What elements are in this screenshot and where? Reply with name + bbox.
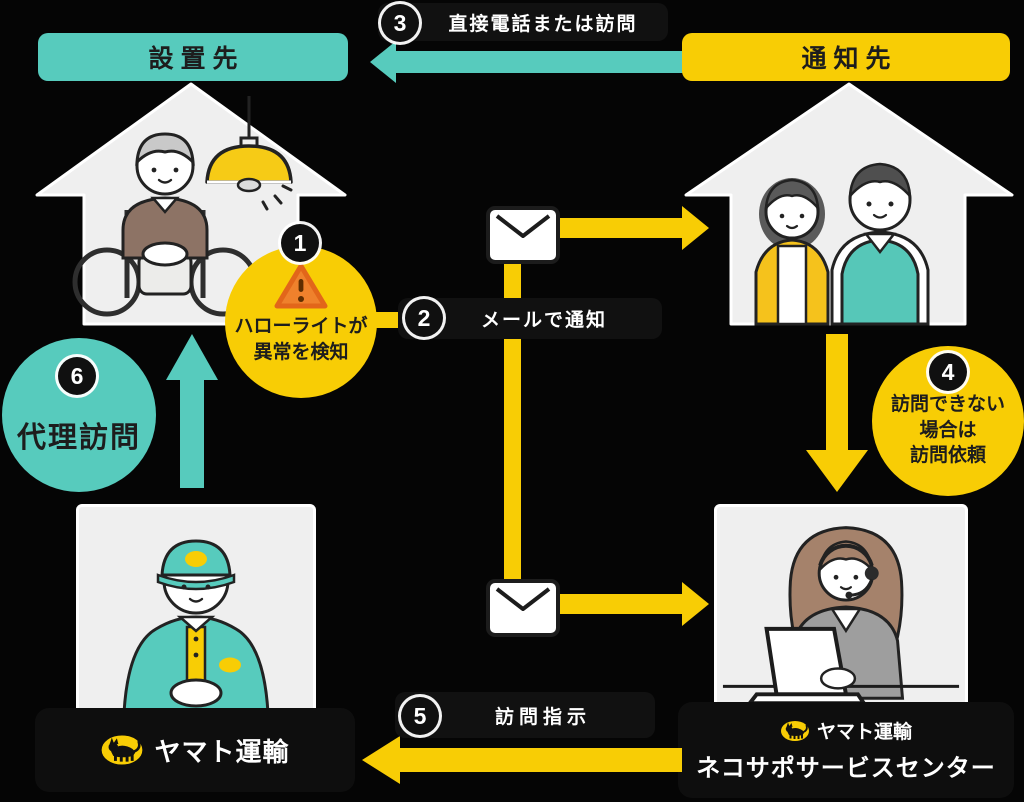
step3-label-pill: 直接電話または訪問 xyxy=(378,3,668,41)
install-site-label: 設置先 xyxy=(148,45,245,73)
notify-site-label: 通知先 xyxy=(801,45,898,73)
arrow-mail-to-family-icon xyxy=(552,206,709,250)
step5-number: 5 xyxy=(413,702,427,729)
arrow-phone-visit-left-icon xyxy=(370,41,685,83)
step4-badge: 4 xyxy=(929,353,967,391)
center-label: ネコサポサービスセンター xyxy=(696,755,996,782)
step3-number: 3 xyxy=(393,9,407,36)
step6-number: 6 xyxy=(70,362,84,389)
yamato-label: ヤマト運輸 xyxy=(154,736,290,767)
step2-badge: 2 xyxy=(405,299,443,337)
step1-line2: 異常を検知 xyxy=(253,341,349,363)
notify-site-box: 通知先 xyxy=(682,33,1010,81)
operator-illustration xyxy=(722,526,960,706)
step4-line3: 訪問依頼 xyxy=(909,445,986,467)
step5-label: 訪問指示 xyxy=(494,706,591,728)
yamato-cat-logo-icon xyxy=(102,735,143,765)
arrow-family-to-center-icon xyxy=(806,334,868,492)
step2-label: メールで通知 xyxy=(480,310,607,331)
step2-number: 2 xyxy=(417,304,431,331)
step5-badge: 5 xyxy=(401,697,439,735)
neko-support-center-box: ヤマト運輸 ネコサポサービスセンター xyxy=(678,702,1014,798)
arrow-mail-to-center-icon xyxy=(552,582,709,626)
step6-label: 代理訪問 xyxy=(16,422,141,454)
step4-number: 4 xyxy=(941,358,955,385)
step1-line1: ハローライトが xyxy=(234,316,368,337)
step1-badge: 1 xyxy=(281,224,319,262)
yamato-cat-logo-icon xyxy=(780,720,809,741)
pendant-lamp-icon xyxy=(205,96,293,211)
family-couple-illustration xyxy=(754,162,930,326)
warning-icon xyxy=(274,263,328,309)
install-site-box: 設置先 xyxy=(38,33,348,81)
envelope-bottom-icon xyxy=(486,579,560,637)
arrow-visit-order-left-icon xyxy=(362,736,682,784)
envelope-top-icon xyxy=(486,206,560,264)
arrow-proxy-visit-up-icon xyxy=(166,334,218,488)
step3-badge: 3 xyxy=(381,4,419,42)
center-brand-label: ヤマト運輸 xyxy=(816,722,912,743)
headset-icon xyxy=(818,543,879,599)
courier-card xyxy=(76,504,316,716)
yamato-box: ヤマト運輸 xyxy=(35,708,355,792)
light-rays-icon xyxy=(261,184,293,211)
elderly-person-illustration xyxy=(72,132,258,317)
step1-number: 1 xyxy=(293,229,307,256)
step4-line2: 場合は xyxy=(919,419,977,441)
step4-line1: 訪問できない xyxy=(890,394,1005,415)
courier-illustration xyxy=(122,539,270,713)
call-center-card xyxy=(714,504,968,710)
step3-label: 直接電話または訪問 xyxy=(448,13,638,35)
step1-circle: ハローライトが 異常を検知 xyxy=(225,246,377,398)
notify-house-illustration xyxy=(684,82,1014,326)
step6-badge: 6 xyxy=(58,357,96,395)
